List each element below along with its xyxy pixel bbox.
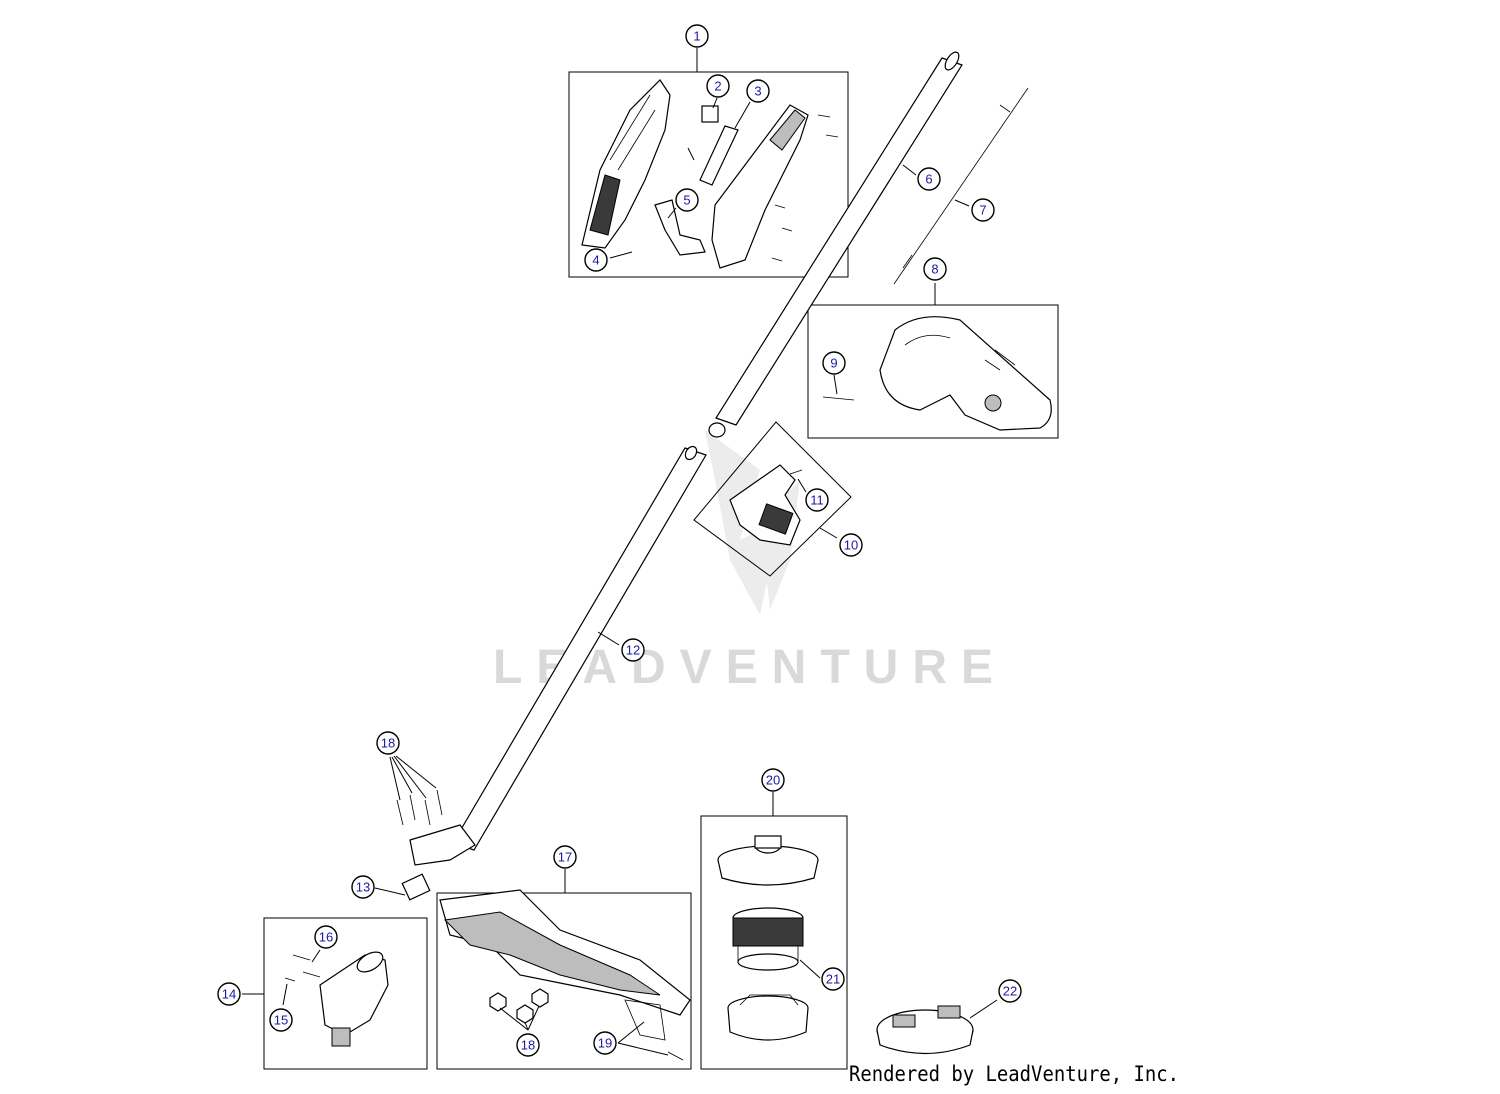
svg-text:5: 5 (683, 193, 690, 208)
callout-19[interactable]: 19 (593, 1031, 617, 1055)
svg-text:6: 6 (925, 172, 932, 187)
svg-text:1: 1 (693, 29, 700, 44)
svg-text:15: 15 (274, 1013, 288, 1028)
callout-5[interactable]: 5 (675, 188, 699, 212)
callout-21[interactable]: 21 (821, 967, 845, 991)
callout-16[interactable]: 16 (314, 925, 338, 949)
coupler-box (693, 421, 852, 577)
switch-part (701, 105, 719, 123)
lower-shaft (452, 445, 707, 851)
svg-text:18: 18 (381, 736, 395, 751)
callout-17[interactable]: 17 (553, 845, 577, 869)
render-credit: Rendered by LeadVenture, Inc. (849, 1062, 1179, 1086)
bump-knob (876, 1005, 974, 1055)
svg-text:11: 11 (810, 493, 824, 508)
handle-housing-left (581, 79, 671, 249)
coupler-screw (789, 469, 803, 475)
callout-11[interactable]: 11 (805, 488, 829, 512)
assist-handle-box (807, 304, 1059, 439)
callout-2[interactable]: 2 (706, 74, 730, 98)
callout-12[interactable]: 12 (621, 638, 645, 662)
grass-guard (439, 889, 691, 1041)
svg-text:9: 9 (830, 356, 837, 371)
clamp-screws (396, 789, 443, 826)
callout-7[interactable]: 7 (971, 198, 995, 222)
callout-14[interactable]: 14 (217, 982, 241, 1006)
assist-handle (879, 316, 1052, 431)
svg-text:20: 20 (766, 773, 780, 788)
svg-text:12: 12 (626, 643, 640, 658)
callout-18-lower[interactable]: 18 (516, 1033, 540, 1057)
leader-lines (242, 48, 998, 1056)
svg-text:18: 18 (521, 1038, 535, 1053)
svg-text:7: 7 (979, 203, 986, 218)
callout-3[interactable]: 3 (746, 79, 770, 103)
callout-15[interactable]: 15 (269, 1008, 293, 1032)
svg-text:16: 16 (319, 930, 333, 945)
callout-4[interactable]: 4 (584, 248, 608, 272)
spool (732, 907, 804, 971)
callout-22[interactable]: 22 (998, 979, 1022, 1003)
callout-18-upper[interactable]: 18 (376, 731, 400, 755)
throttle-trigger (654, 199, 706, 256)
trimmer-head-box (700, 815, 848, 1070)
svg-text:8: 8 (931, 262, 938, 277)
svg-text:13: 13 (356, 880, 370, 895)
handle-assembly-box (568, 71, 849, 278)
svg-text:22: 22 (1003, 984, 1017, 999)
handle-housing-right (711, 104, 809, 269)
drive-shaft-end (401, 873, 431, 901)
trigger-rod (699, 125, 739, 186)
trigger-spring (687, 147, 695, 161)
upper-shaft (708, 51, 963, 438)
callout-9[interactable]: 9 (822, 351, 846, 375)
svg-text:2: 2 (714, 79, 721, 94)
svg-text:19: 19 (598, 1036, 612, 1051)
callout-1[interactable]: 1 (685, 24, 709, 48)
shaft-clamp (409, 824, 476, 866)
spool-cover (717, 835, 819, 886)
callout-6[interactable]: 6 (917, 167, 941, 191)
callout-8[interactable]: 8 (923, 257, 947, 281)
guard-nuts (489, 988, 549, 1024)
svg-text:21: 21 (826, 972, 840, 987)
guard-box (436, 892, 692, 1070)
callout-10[interactable]: 10 (839, 533, 863, 557)
assist-handle-bolt (822, 396, 855, 401)
gearbox (319, 951, 389, 1047)
gearbox-screws (284, 954, 321, 982)
svg-text:4: 4 (592, 253, 599, 268)
callout-13[interactable]: 13 (351, 875, 375, 899)
callout-20[interactable]: 20 (761, 768, 785, 792)
svg-text:10: 10 (844, 538, 858, 553)
shaft-coupler (729, 464, 801, 546)
spool-housing (727, 994, 809, 1041)
handle-screws (771, 114, 839, 262)
svg-text:14: 14 (222, 987, 236, 1002)
svg-text:3: 3 (754, 84, 761, 99)
guard-screw (667, 1051, 684, 1061)
svg-text:17: 17 (558, 850, 572, 865)
throttle-cable (893, 87, 1029, 285)
